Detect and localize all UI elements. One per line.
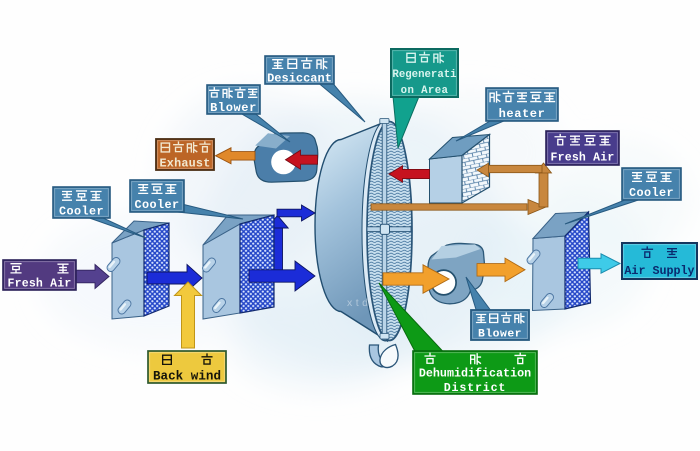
svg-text:Back wind: Back wind bbox=[153, 370, 221, 384]
svg-text:on Area: on Area bbox=[401, 85, 449, 97]
svg-text:Fresh Air: Fresh Air bbox=[8, 278, 72, 291]
svg-text:Cooler: Cooler bbox=[59, 205, 104, 219]
svg-text:Exhaust: Exhaust bbox=[160, 157, 211, 171]
svg-text:Regenerati: Regenerati bbox=[392, 69, 456, 81]
svg-text:Dehumidification: Dehumidification bbox=[419, 367, 531, 381]
svg-text:Fresh Air: Fresh Air bbox=[551, 152, 615, 165]
svg-text:Desiccant: Desiccant bbox=[267, 71, 332, 85]
svg-text:Blower: Blower bbox=[478, 329, 522, 341]
svg-text:xtd: xtd bbox=[347, 297, 372, 309]
svg-text:Air Supply: Air Supply bbox=[624, 264, 694, 278]
svg-text:Blower: Blower bbox=[210, 101, 257, 115]
svg-text:District: District bbox=[444, 381, 507, 395]
svg-text:heater: heater bbox=[499, 107, 546, 121]
svg-text:Cooler: Cooler bbox=[135, 198, 180, 212]
svg-text:Cooler: Cooler bbox=[629, 186, 674, 200]
